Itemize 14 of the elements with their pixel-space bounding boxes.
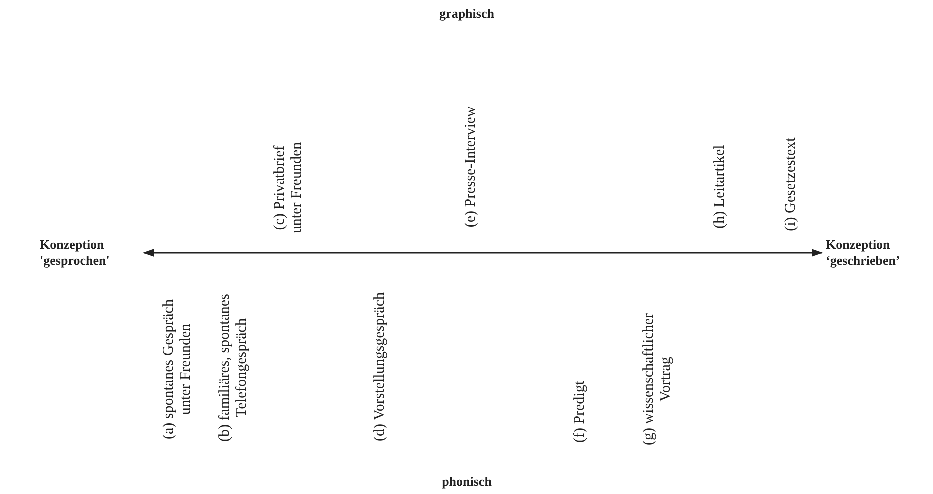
example-label: (d) Vorstellungsgespräch (372, 292, 389, 444)
example-label: (f) Predigt (572, 380, 589, 446)
example-label: (h) Leitartikel (712, 144, 729, 231)
example-label: (a) spontanes Gespräch unter Freunden (161, 298, 195, 442)
axis-end-label: Konzeption ‘geschrieben’ (826, 237, 921, 269)
dimension-label: phonisch (441, 473, 493, 490)
axis-end-label: Konzeption 'gesprochen' (40, 237, 140, 269)
example-label: (i) Gesetzestext (783, 136, 800, 234)
example-label: (b) familiäres, spontanes Telefongespräch (217, 293, 251, 444)
double-headed-arrow (142, 249, 824, 257)
example-label: (c) Privatbrief unter Freunden (272, 141, 306, 236)
dimension-label: graphisch (438, 5, 496, 22)
example-label: (e) Presse-Interview (463, 105, 480, 230)
example-label: (g) wissenschaftlicher Vortrag (641, 312, 675, 448)
